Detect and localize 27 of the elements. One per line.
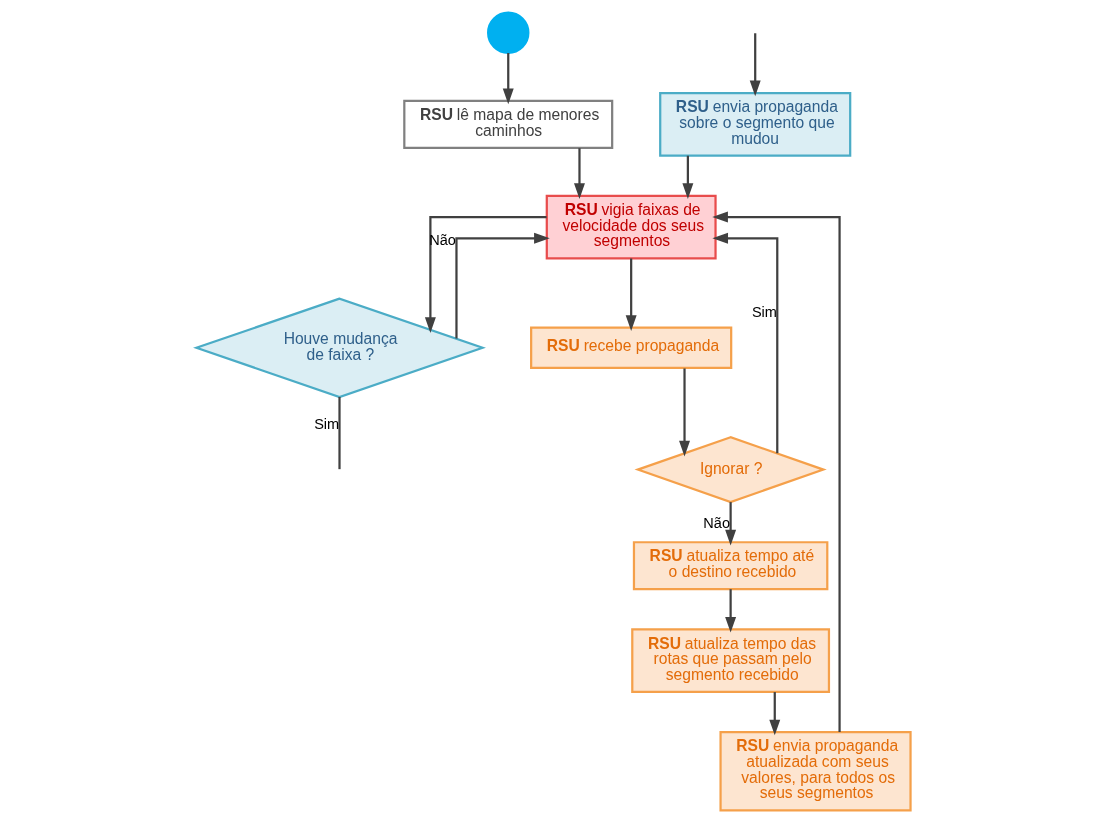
node-box: RSU atualiza tempo das rotas que passam pelo segmento recebido: [631, 628, 831, 694]
edge-label: Sim: [751, 303, 777, 320]
connector: [338, 397, 341, 470]
node-box: RSU recebe propaganda: [530, 326, 733, 370]
edge-label: Sim: [314, 416, 340, 433]
node-box: RSU atualiza tempo até o destino recebido: [632, 541, 829, 591]
node-box: RSU envia propaganda atualizada com seus valores, para todos os seus segmentos: [719, 731, 912, 812]
arrow: [725, 589, 737, 633]
arrow: [455, 232, 550, 339]
node-box: RSU vigia faixas de velocidade dos seus segmentos: [545, 194, 717, 260]
node-circle: [487, 11, 530, 54]
arrow: [769, 692, 781, 736]
arrow: [502, 53, 514, 105]
arrow: [679, 368, 690, 457]
arrow: [574, 148, 585, 199]
node-diamond: Ignorar ?: [634, 436, 827, 504]
arrow: [749, 33, 761, 97]
arrow: [725, 502, 737, 546]
node-diamond: Houve mudança de faixa ?: [193, 297, 486, 399]
arrow: [682, 155, 694, 199]
arrow: [424, 215, 547, 333]
edge-label: Não: [703, 515, 730, 532]
node-box: RSU lê mapa de menores caminhos: [403, 99, 614, 149]
arrow: [625, 258, 637, 331]
arrow: [712, 232, 779, 454]
arrow: [712, 211, 841, 732]
node-box: RSU envia propaganda sobre o segmento que mudou: [659, 91, 852, 157]
